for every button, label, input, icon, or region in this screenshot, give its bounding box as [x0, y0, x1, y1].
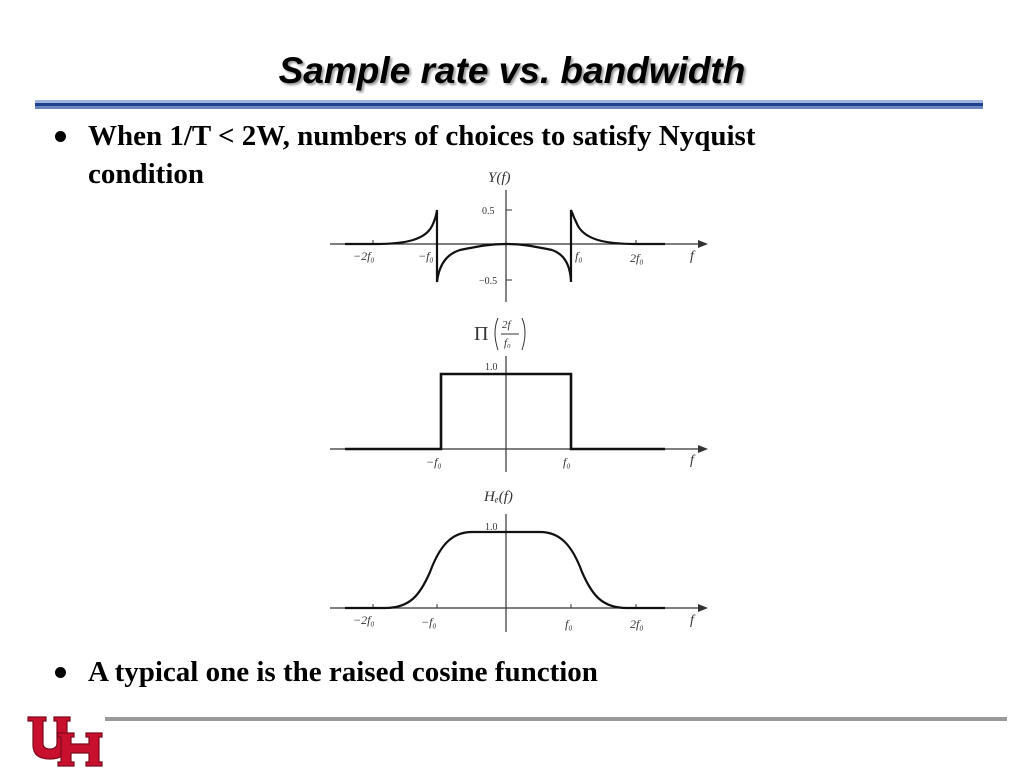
- plot-y-of-f: Y(f) 0.5 −0.5 −2f₀ −f₀ f₀ 2f₀ f: [330, 170, 708, 302]
- bullet-dot-2: [55, 667, 66, 678]
- university-logo-icon: [27, 716, 103, 767]
- plot2-ylabel-num: 2f: [502, 319, 513, 331]
- plot2-rect-pulse: [345, 372, 665, 451]
- plot-pi: Π 2f f₀ 1.0 −f₀ f₀ f: [330, 317, 708, 472]
- plot2-ylabel-den: f₀: [504, 337, 511, 349]
- plot1-xtick-2f0: 2f₀: [630, 251, 644, 265]
- footer-divider: [105, 717, 1007, 721]
- plot2-ytick: 1.0: [485, 362, 498, 373]
- plot1-xtick-m2f0: −2f₀: [353, 249, 375, 263]
- title-underline: [35, 100, 983, 109]
- plot2-xtick-f0: f₀: [563, 455, 571, 469]
- plot1-ytick-pos: 0.5: [482, 206, 495, 217]
- plot3-ytick: 1.0: [485, 522, 498, 533]
- plot-raised-cosine: Hₑ(f) 1.0 −2f₀ −f₀ f₀ 2f₀ f: [330, 489, 708, 632]
- plot1-ytick-neg: −0.5: [479, 276, 497, 287]
- plot2-ylabel-pi: Π: [474, 323, 488, 345]
- plot1-x-arrow: [698, 240, 708, 248]
- bullet-1-line-2: condition: [88, 158, 205, 190]
- plot3-xlabel: f: [690, 613, 696, 628]
- plot2-xtick-mf0: −f₀: [426, 455, 442, 469]
- spectrum-figure: Y(f) 0.5 −0.5 −2f₀ −f₀ f₀ 2f₀ f Π 2f f₀ …: [330, 170, 708, 632]
- bullet-dot-1: [55, 131, 66, 142]
- plot3-xtick-mf0: −f₀: [421, 615, 437, 629]
- plot3-xtick-2f0: 2f₀: [630, 617, 644, 631]
- plot1-xtick-mf0: −f₀: [418, 249, 434, 263]
- bullet-2-line-1: A typical one is the raised cosine funct…: [88, 656, 598, 688]
- bullet-1-line-1: When 1/T < 2W, numbers of choices to sat…: [88, 120, 756, 152]
- plot3-x-arrow: [698, 604, 708, 612]
- plot3-raised-cosine-curve: [345, 530, 665, 610]
- plot2-xlabel: f: [690, 453, 696, 468]
- plot1-curve: [345, 209, 665, 283]
- plot1-xlabel: f: [690, 249, 696, 264]
- plot2-x-arrow: [698, 445, 708, 453]
- plot1-xtick-f0: f₀: [575, 249, 583, 263]
- plot3-ylabel: Hₑ(f): [483, 489, 513, 505]
- plot3-xtick-f0: f₀: [565, 617, 573, 631]
- slide-title: Sample rate vs. bandwidth: [278, 50, 746, 91]
- plot1-ylabel: Y(f): [488, 170, 511, 186]
- plot3-xtick-m2f0: −2f₀: [353, 613, 375, 627]
